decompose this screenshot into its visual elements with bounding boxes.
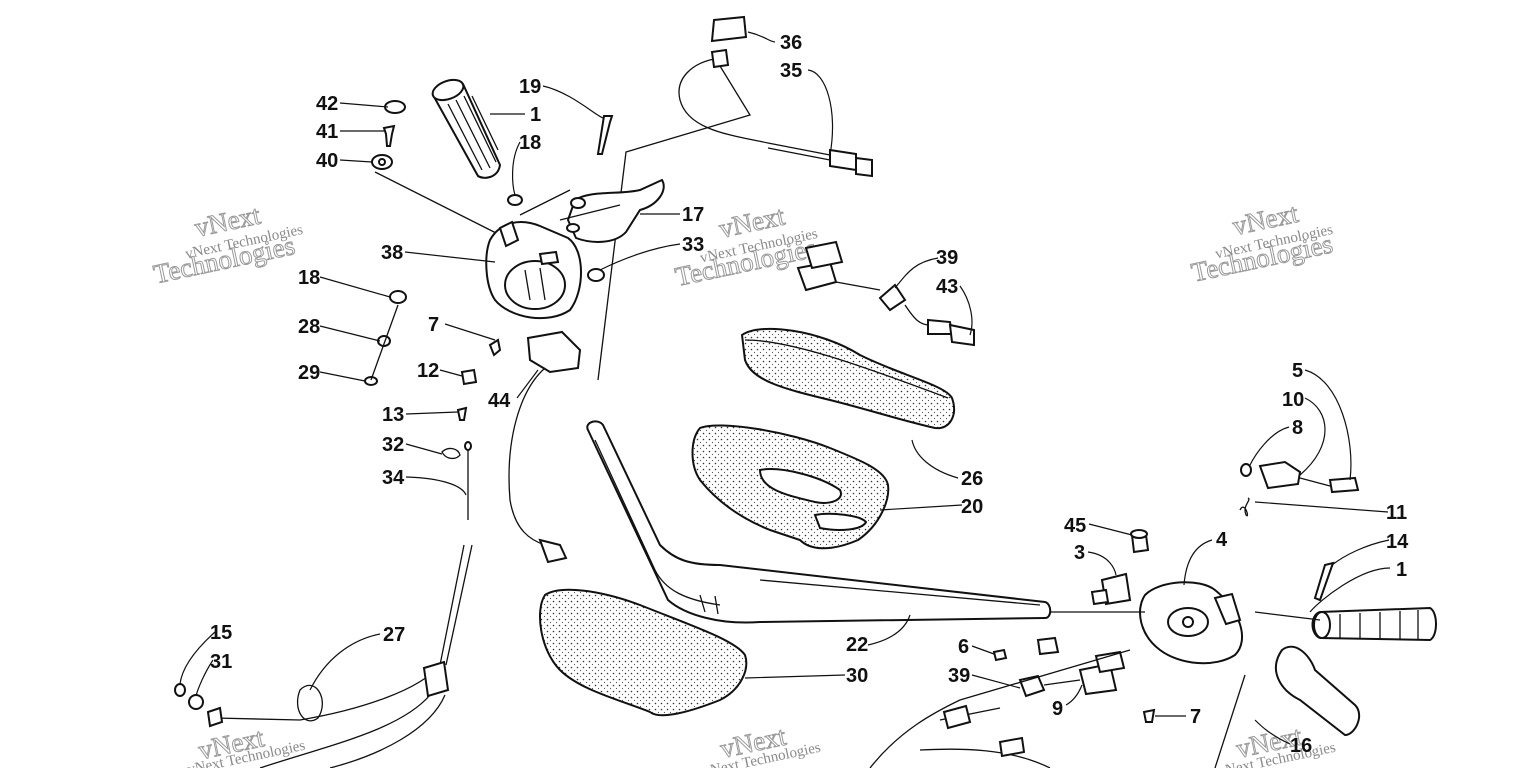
- callout-36: 36: [780, 32, 802, 54]
- callout-33: 33: [682, 234, 704, 256]
- part-41-screw: [382, 124, 396, 147]
- callout-4: 4: [1216, 529, 1228, 551]
- callout-7-right: 7: [1190, 706, 1201, 728]
- leader-lines: [179, 31, 1391, 745]
- part-7-screw-left: [488, 338, 502, 357]
- callout-39-upper: 39: [936, 247, 958, 269]
- part-27-cable-routing: [214, 660, 450, 768]
- part-38-switch-housing: [485, 220, 582, 320]
- callout-12: 12: [417, 360, 439, 382]
- callout-5: 5: [1292, 360, 1303, 382]
- callout-10: 10: [1282, 389, 1304, 411]
- callout-45: 45: [1064, 515, 1086, 537]
- part-17-mount: [566, 178, 665, 243]
- part-4-right-housing: [1139, 581, 1244, 665]
- part-7-screw-right: [1142, 708, 1156, 723]
- callout-28: 28: [298, 316, 320, 338]
- assembly-line: [1050, 611, 1321, 621]
- part-34-cable: [439, 441, 473, 666]
- part-39-switch-lower: [1018, 650, 1126, 698]
- part-36-label: [710, 15, 748, 43]
- callout-39-lower: 39: [948, 665, 970, 687]
- callout-14: 14: [1386, 531, 1409, 553]
- callout-29: 29: [298, 362, 320, 384]
- part-5-bolt: [1328, 476, 1360, 494]
- callout-13: 13: [382, 404, 404, 426]
- callout-6: 6: [958, 636, 969, 658]
- callout-8: 8: [1292, 417, 1303, 439]
- callout-31: 31: [210, 651, 232, 673]
- part-11-spring: [1239, 497, 1250, 517]
- callout-20: 20: [961, 496, 983, 518]
- callout-1-left: 1: [530, 104, 541, 126]
- part-13-screw: [456, 406, 468, 421]
- callout-43: 43: [936, 276, 958, 298]
- callout-7-left: 7: [428, 314, 439, 336]
- part-10-block: [1258, 460, 1302, 490]
- callout-17: 17: [682, 204, 704, 226]
- callout-1-right: 1: [1396, 559, 1407, 581]
- callout-40: 40: [316, 150, 338, 172]
- callout-26: 26: [961, 468, 983, 490]
- parts-drawing: [174, 15, 1437, 768]
- part-18-nut-lower: [389, 290, 407, 304]
- part-35-harness: [678, 57, 831, 156]
- part-44-throttle-block: [508, 330, 582, 564]
- part-18-nut-upper: [507, 194, 523, 206]
- part-32-clip: [441, 447, 461, 460]
- callout-11: 11: [1386, 502, 1407, 524]
- callout-15: 15: [210, 622, 232, 644]
- callout-18-lower: 18: [298, 267, 320, 289]
- part-6-screw: [992, 648, 1008, 662]
- assembly-line: [519, 189, 621, 221]
- part-14-bolt: [1313, 561, 1335, 602]
- part-31-end: [188, 694, 204, 710]
- callout-34: 34: [382, 467, 405, 489]
- callout-30: 30: [846, 665, 868, 687]
- callout-35: 35: [780, 60, 802, 82]
- part-39-switch-upper: [796, 240, 907, 312]
- callout-labels: 36 35 19 1 42 41 40 18 17 33 38 18 28 29…: [210, 32, 1409, 757]
- callout-19: 19: [519, 76, 541, 98]
- part-22-handlebar: [586, 420, 1052, 624]
- callout-42: 42: [316, 93, 338, 115]
- part-15-end: [174, 683, 186, 697]
- part-1-grip-right: [1311, 606, 1437, 642]
- callout-3: 3: [1074, 542, 1085, 564]
- part-43-connector: [904, 304, 975, 347]
- callout-44: 44: [488, 390, 511, 412]
- callout-38: 38: [381, 242, 403, 264]
- part-30-pad: [539, 588, 748, 717]
- callout-9: 9: [1052, 698, 1063, 720]
- callout-32: 32: [382, 434, 404, 456]
- callout-27: 27: [383, 624, 405, 646]
- part-19-bolt: [596, 115, 614, 155]
- part-1-grip-left: [431, 78, 502, 179]
- callout-22: 22: [846, 634, 868, 656]
- callout-41: 41: [316, 121, 338, 143]
- part-16-throttle-lever: [1275, 645, 1361, 737]
- callout-18-upper: 18: [519, 132, 541, 154]
- part-33-ring: [587, 268, 605, 282]
- part-8-nut: [1240, 463, 1252, 477]
- part-12-clip: [460, 368, 478, 386]
- part-26-pad: [740, 327, 955, 430]
- callout-16: 16: [1290, 735, 1312, 757]
